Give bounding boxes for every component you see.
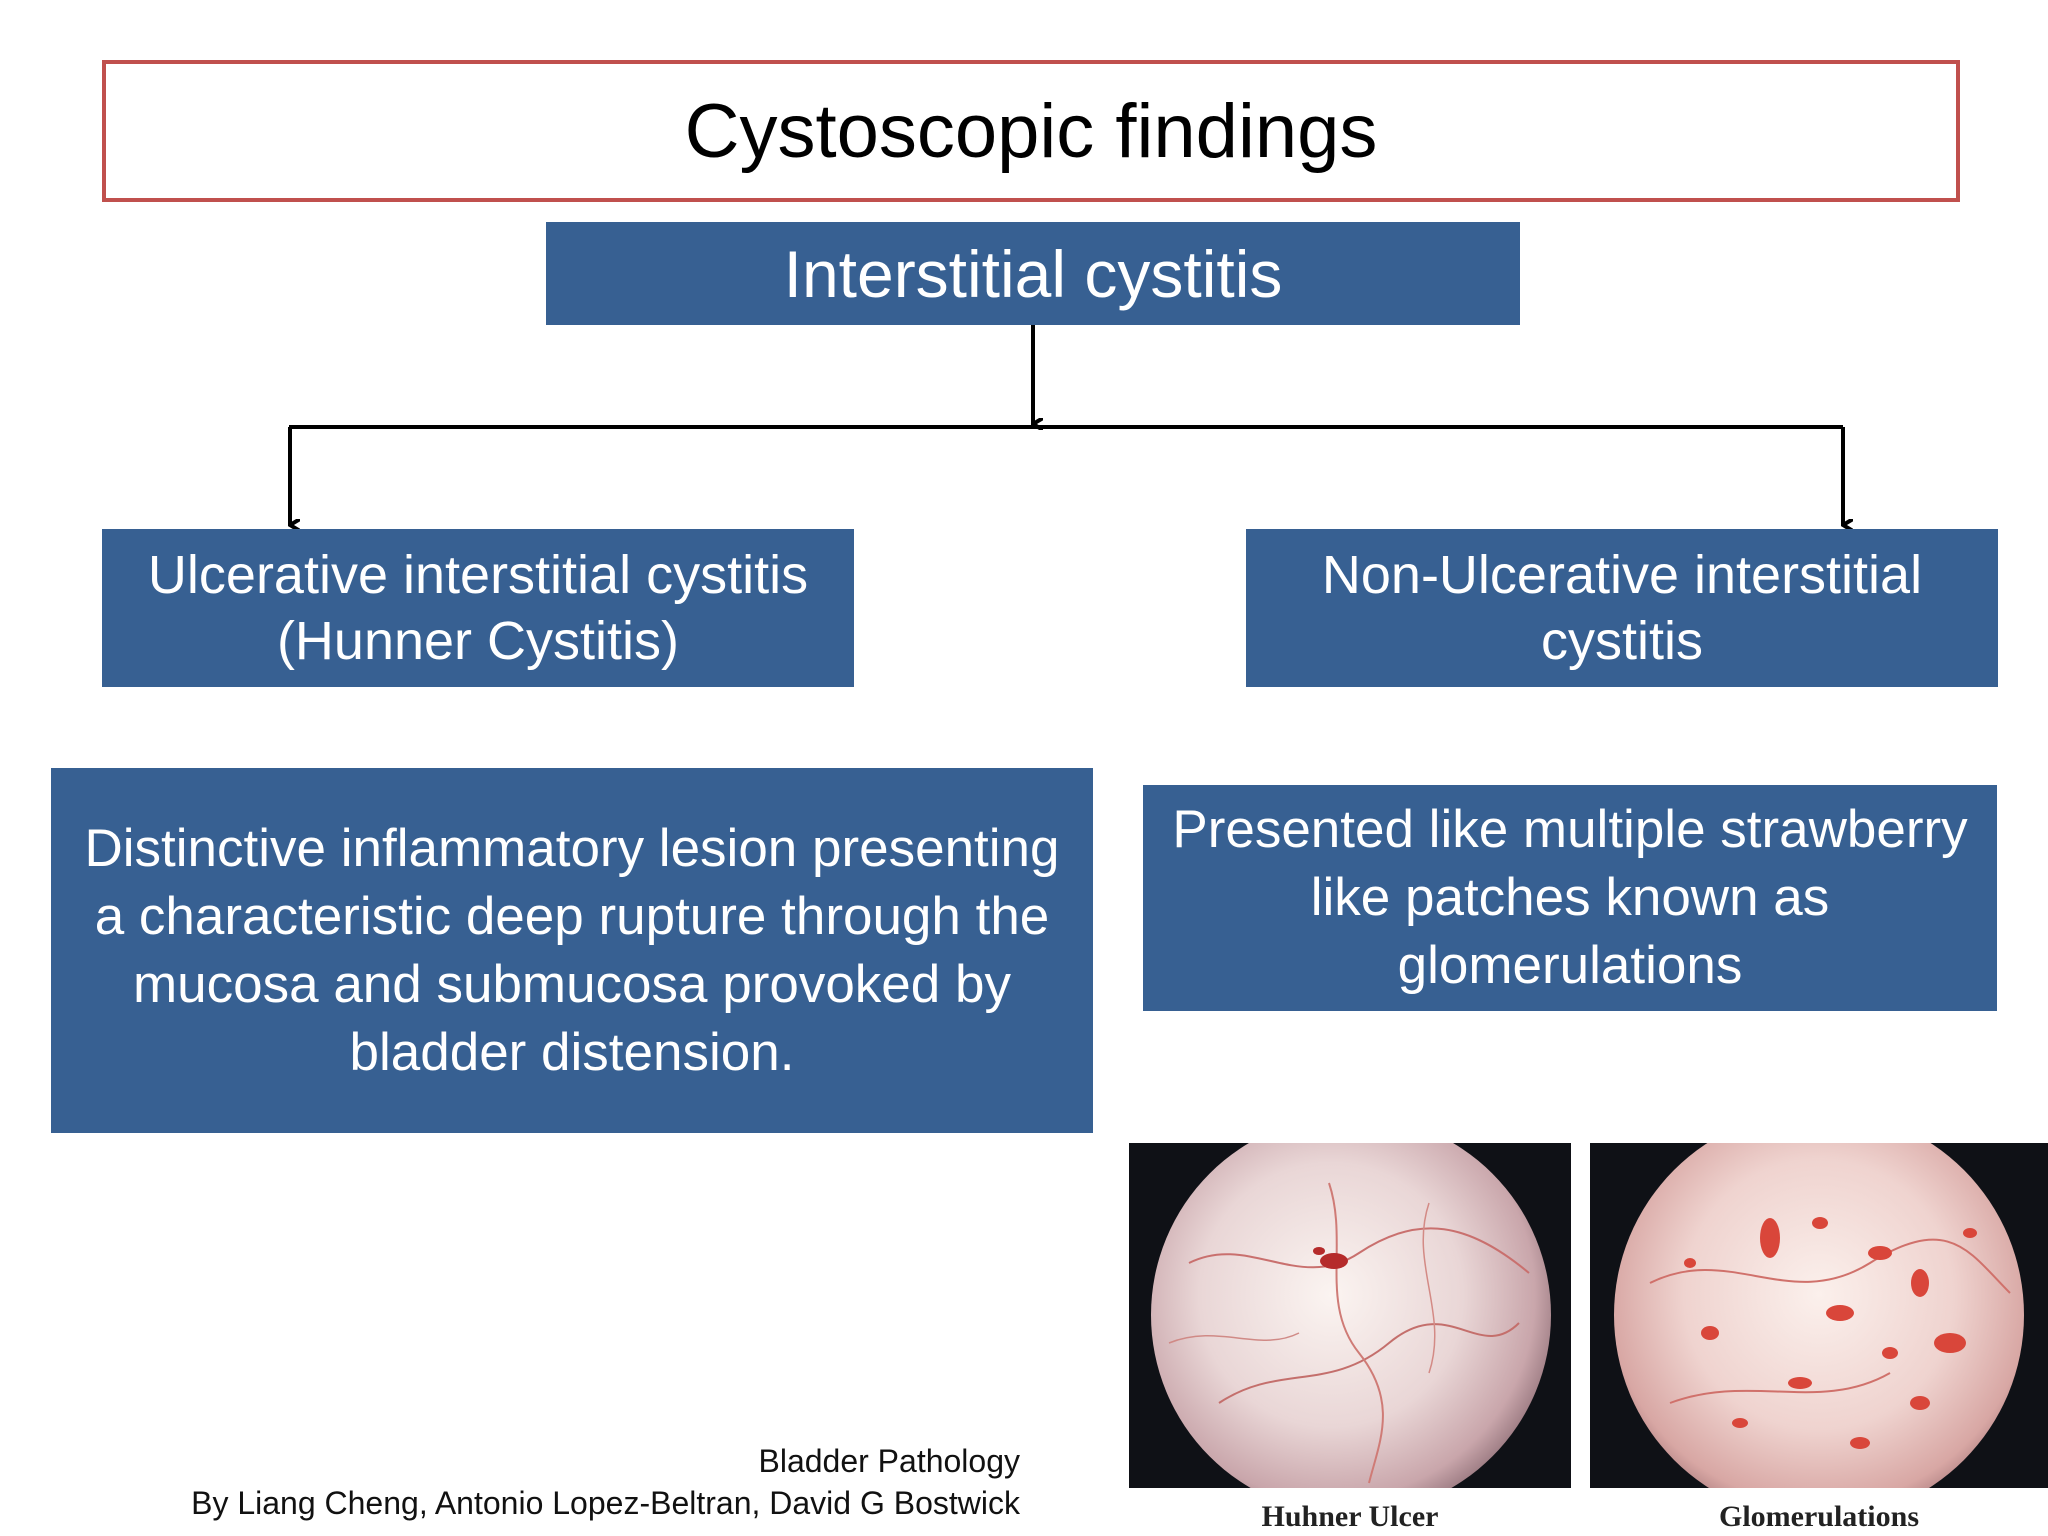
citation-title: Bladder Pathology [758,1443,1020,1479]
endoscopy-image-hunner-ulcer [1129,1143,1571,1488]
branch-left-line2: (Hunner Cystitis) [276,611,680,671]
branch-ulcerative-ic: Ulcerative interstitial cystitis (Hunner… [102,529,854,687]
root-node-label: Interstitial cystitis [783,236,1283,311]
citation-authors: By Liang Cheng, Antonio Lopez-Beltran, D… [191,1485,1020,1521]
description-right-text: Presented like multiple strawberry like … [1172,800,1968,995]
slide-title: Cystoscopic findings [684,88,1378,174]
branch-left-line1: Ulcerative interstitial cystitis [147,545,809,605]
description-left-text: Distinctive inflammatory lesion presenti… [84,818,1060,1082]
description-ulcerative: Distinctive inflammatory lesion presenti… [51,768,1093,1133]
root-node-interstitial-cystitis: Interstitial cystitis [546,222,1520,325]
citation: Bladder Pathology By Liang Cheng, Antoni… [191,1440,1020,1524]
branch-right-line1: Non-Ulcerative interstitial [1321,545,1923,605]
caption-glomerulations: Glomerulations [1719,1500,1919,1533]
endoscopy-image-glomerulations [1590,1143,2048,1488]
title-box: Cystoscopic findings [102,60,1960,202]
branch-right-line2: cystitis [1540,611,1703,671]
caption-huhner-ulcer: Huhner Ulcer [1261,1500,1439,1533]
description-non-ulcerative: Presented like multiple strawberry like … [1143,785,1997,1011]
branch-non-ulcerative-ic: Non-Ulcerative interstitial cystitis [1246,529,1998,687]
